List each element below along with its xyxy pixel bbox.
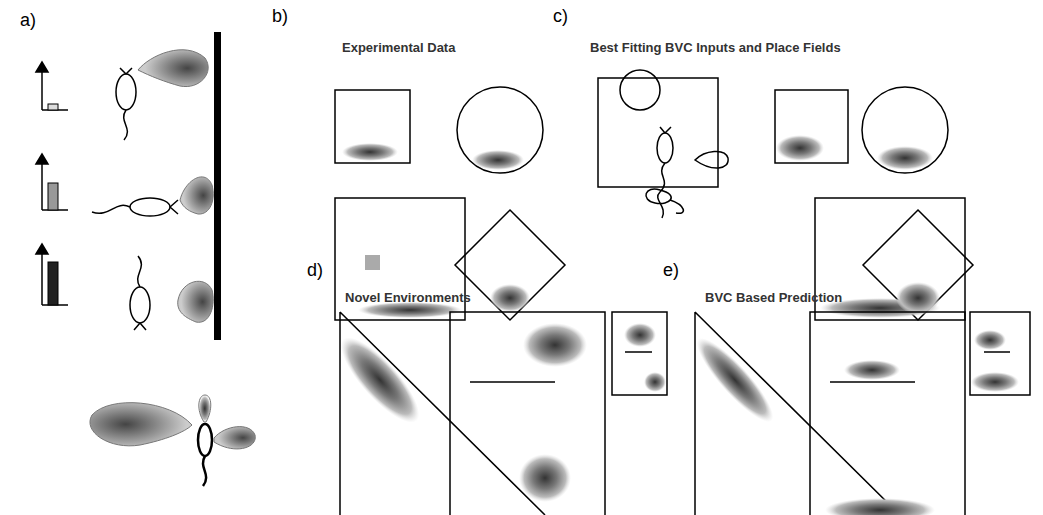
panel-title: Novel Environments xyxy=(345,290,471,305)
panel-letter: e) xyxy=(663,260,679,281)
panel-letter: a) xyxy=(20,10,36,31)
panel-letter: d) xyxy=(307,260,323,281)
panel-title: Best Fitting BVC Inputs and Place Fields xyxy=(590,40,841,55)
panel-title: Experimental Data xyxy=(342,40,455,55)
panel-title: BVC Based Prediction xyxy=(705,290,842,305)
panel-letter: b) xyxy=(272,6,288,27)
panel-letter: c) xyxy=(553,6,568,27)
